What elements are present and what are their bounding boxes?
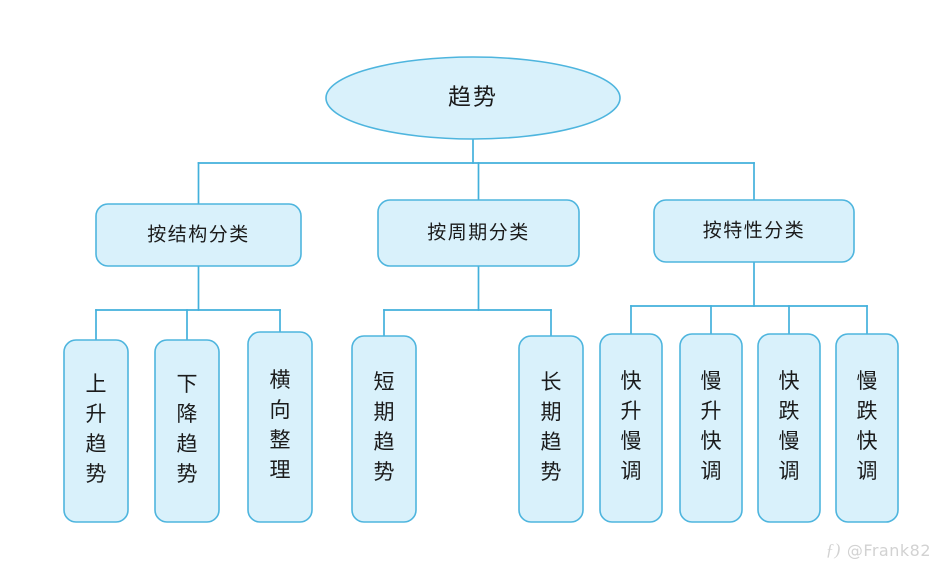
leaf-box-shape — [247, 331, 313, 523]
leaf-label: 上升趋势 — [86, 372, 107, 486]
leaf-box-shape — [63, 339, 129, 523]
leaf-label: 短期趋势 — [374, 370, 395, 484]
leaf-label: 慢升快调 — [701, 369, 722, 483]
leaf-box-shape — [599, 333, 663, 523]
watermark-logo-icon: ƒ) — [825, 540, 841, 559]
watermark-handle: @Frank82 — [846, 540, 931, 560]
node-branch-character[interactable]: 按特性分类 — [653, 199, 855, 263]
branch-label: 按特性分类 — [703, 219, 806, 241]
leaf-box-shape — [518, 335, 584, 523]
leaf-box-shape — [757, 333, 821, 523]
leaf-label: 下降趋势 — [177, 372, 198, 486]
root-ellipse-shape — [325, 56, 621, 140]
node-leaf-long-term[interactable]: 长期趋势 — [518, 335, 584, 523]
branch-box-shape — [653, 199, 855, 263]
node-leaf-fast-down-slow-adjust[interactable]: 快跌慢调 — [757, 333, 821, 523]
node-leaf-uptrend[interactable]: 上升趋势 — [63, 339, 129, 523]
leaf-box-shape — [679, 333, 743, 523]
node-leaf-short-term[interactable]: 短期趋势 — [351, 335, 417, 523]
connector-layer — [95, 138, 868, 341]
branch-label: 按结构分类 — [147, 223, 250, 245]
node-leaf-fast-up-slow-adjust[interactable]: 快升慢调 — [599, 333, 663, 523]
leaf-label: 横向整理 — [270, 368, 291, 482]
leaf-label: 慢跌快调 — [857, 369, 878, 483]
watermark: ƒ) @Frank82 — [826, 540, 931, 560]
node-branch-cycle[interactable]: 按周期分类 — [377, 199, 580, 267]
leaf-box-shape — [835, 333, 899, 523]
leaf-label: 快跌慢调 — [779, 369, 800, 483]
branch-box-shape — [377, 199, 580, 267]
leaf-label: 快升慢调 — [621, 369, 642, 483]
node-leaf-slow-down-fast-adjust[interactable]: 慢跌快调 — [835, 333, 899, 523]
node-leaf-downtrend[interactable]: 下降趋势 — [154, 339, 220, 523]
node-branch-structure[interactable]: 按结构分类 — [95, 203, 302, 267]
node-leaf-sideways[interactable]: 横向整理 — [247, 331, 313, 523]
branch-box-shape — [95, 203, 302, 267]
leaf-label: 长期趋势 — [541, 370, 562, 484]
root-label: 趋势 — [448, 84, 498, 109]
node-leaf-slow-up-fast-adjust[interactable]: 慢升快调 — [679, 333, 743, 523]
node-root[interactable]: 趋势 — [325, 56, 621, 140]
leaf-box-shape — [154, 339, 220, 523]
branch-label: 按周期分类 — [427, 221, 530, 243]
leaf-box-shape — [351, 335, 417, 523]
